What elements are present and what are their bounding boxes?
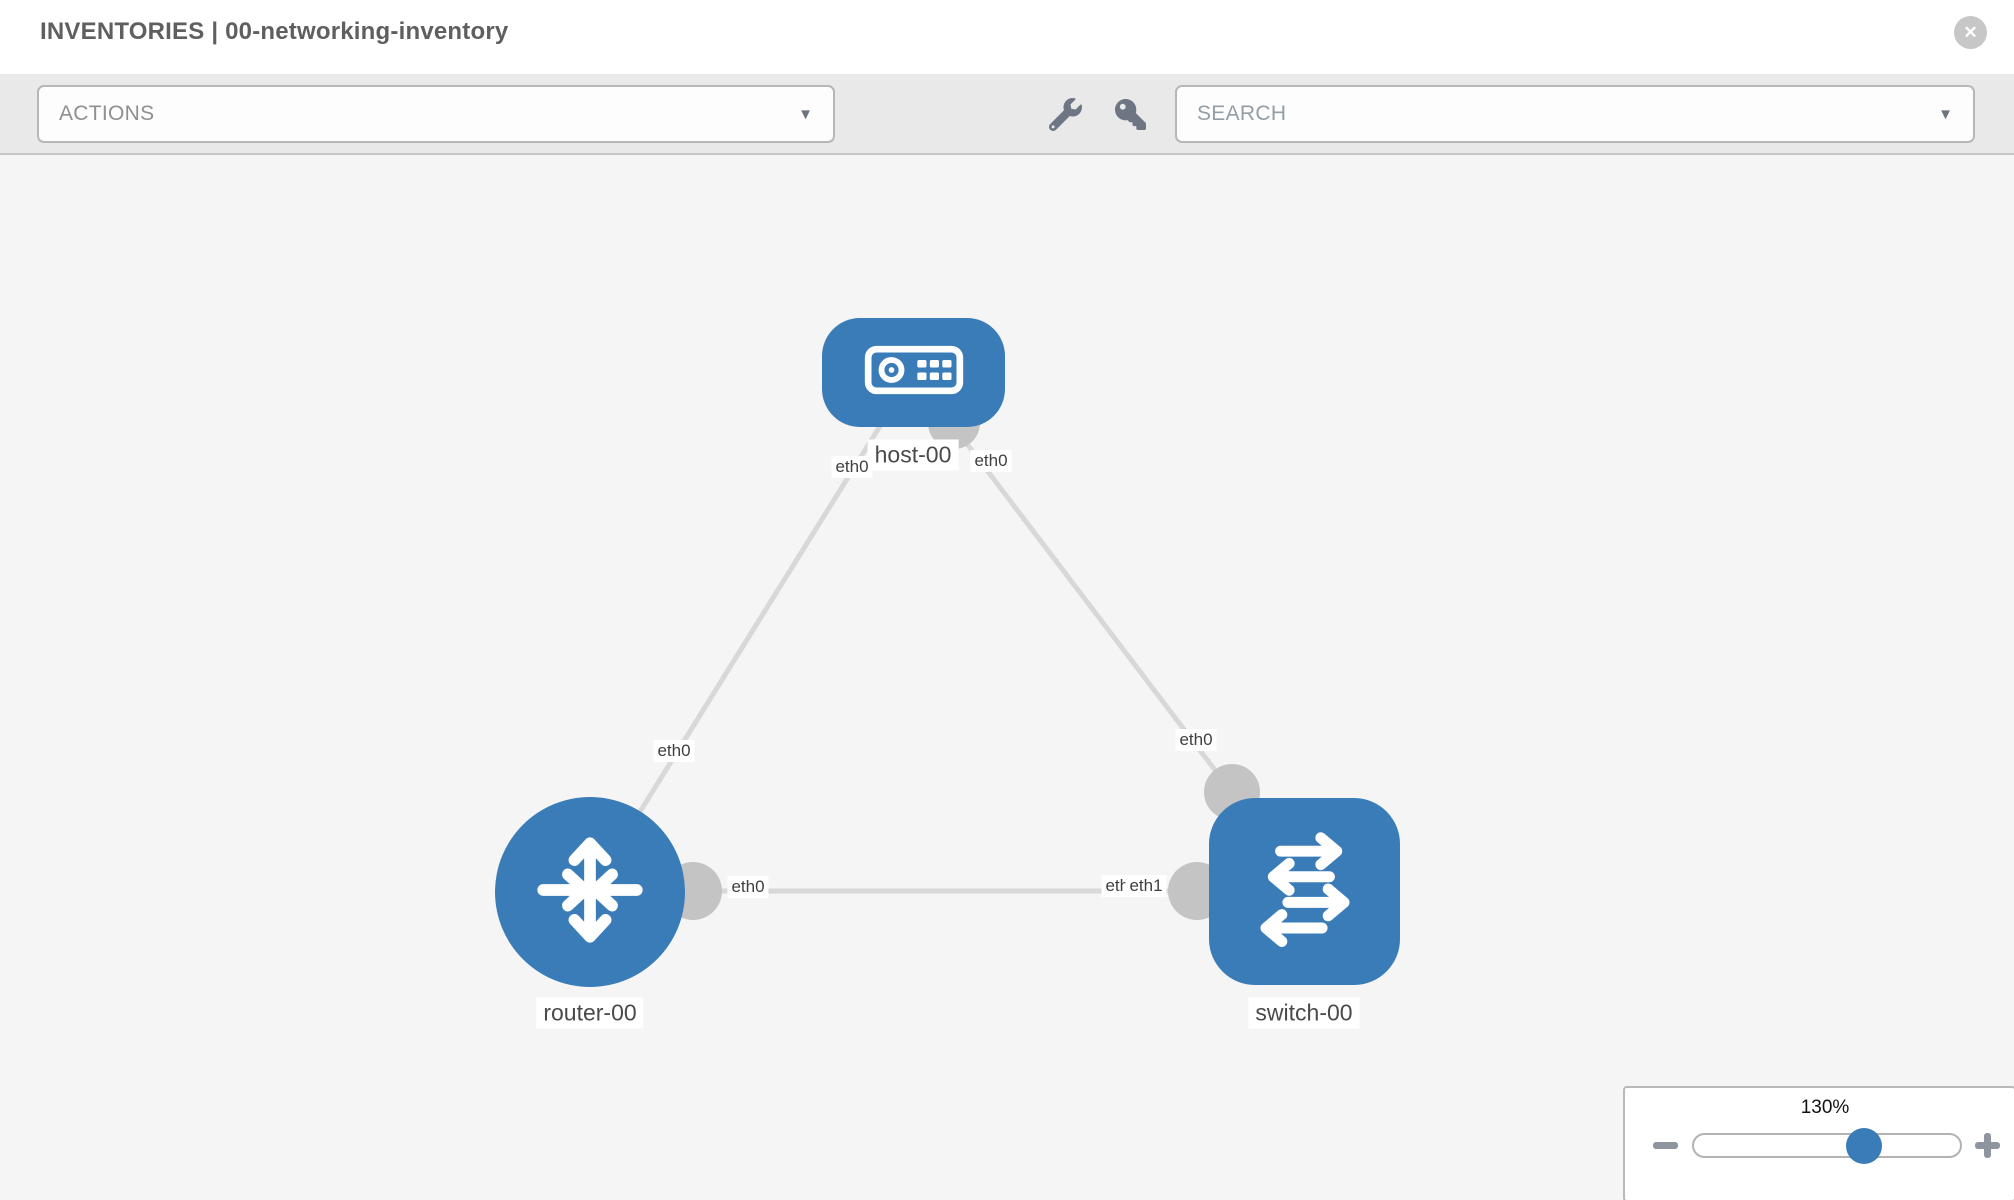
close-button[interactable]: ✕ xyxy=(1954,16,1987,49)
node-label-host: host-00 xyxy=(867,439,959,471)
wrench-icon xyxy=(1048,98,1082,134)
interface-label-switch-eth1: eth1 xyxy=(1125,875,1167,897)
router-icon xyxy=(525,825,655,960)
zoom-slider[interactable] xyxy=(1692,1133,1962,1158)
search-placeholder: SEARCH xyxy=(1197,102,1287,125)
interface-label-router-link: eth0 xyxy=(653,740,695,762)
host-icon xyxy=(864,343,964,402)
close-icon: ✕ xyxy=(1963,23,1978,42)
key-button[interactable] xyxy=(1107,96,1153,136)
node-router-00[interactable] xyxy=(495,797,685,987)
chevron-down-icon: ▼ xyxy=(798,105,813,123)
plus-icon xyxy=(1975,1142,2000,1149)
search-dropdown[interactable]: SEARCH ▼ xyxy=(1175,85,1975,143)
zoom-level-value: 130% xyxy=(1800,1097,1850,1118)
header: INVENTORIES | 00-networking-inventory ✕ xyxy=(0,0,2014,74)
zoom-slider-handle[interactable] xyxy=(1846,1128,1882,1164)
actions-dropdown-label: ACTIONS xyxy=(59,102,155,125)
switch-icon xyxy=(1244,828,1366,955)
actions-dropdown[interactable]: ACTIONS ▼ xyxy=(37,85,835,143)
node-label-switch: switch-00 xyxy=(1248,997,1360,1029)
topology-graph xyxy=(587,371,1304,920)
toolbar: ACTIONS ▼ SEARCH ▼ xyxy=(0,74,2014,155)
interface-label-switch-top: eth0 xyxy=(1175,729,1217,751)
page-title: INVENTORIES | 00-networking-inventory xyxy=(40,18,509,45)
zoom-out-button[interactable] xyxy=(1653,1142,1678,1149)
node-host-00[interactable] xyxy=(822,318,1005,427)
topology-canvas[interactable]: host-00 router-00 switch-00 eth0 eth0 et… xyxy=(0,155,2014,1200)
key-icon xyxy=(1114,99,1146,133)
chevron-down-icon: ▼ xyxy=(1938,105,1953,123)
node-label-router: router-00 xyxy=(536,997,644,1029)
node-switch-00[interactable] xyxy=(1209,798,1400,985)
zoom-control-panel: 130% xyxy=(1623,1086,2014,1200)
zoom-in-button[interactable] xyxy=(1975,1133,2000,1158)
interface-label-host-left: eth0 xyxy=(831,456,873,478)
interface-label-host-right: eth0 xyxy=(970,450,1012,472)
interface-label-router-right: eth0 xyxy=(727,876,769,898)
tools-button[interactable] xyxy=(1042,96,1088,136)
